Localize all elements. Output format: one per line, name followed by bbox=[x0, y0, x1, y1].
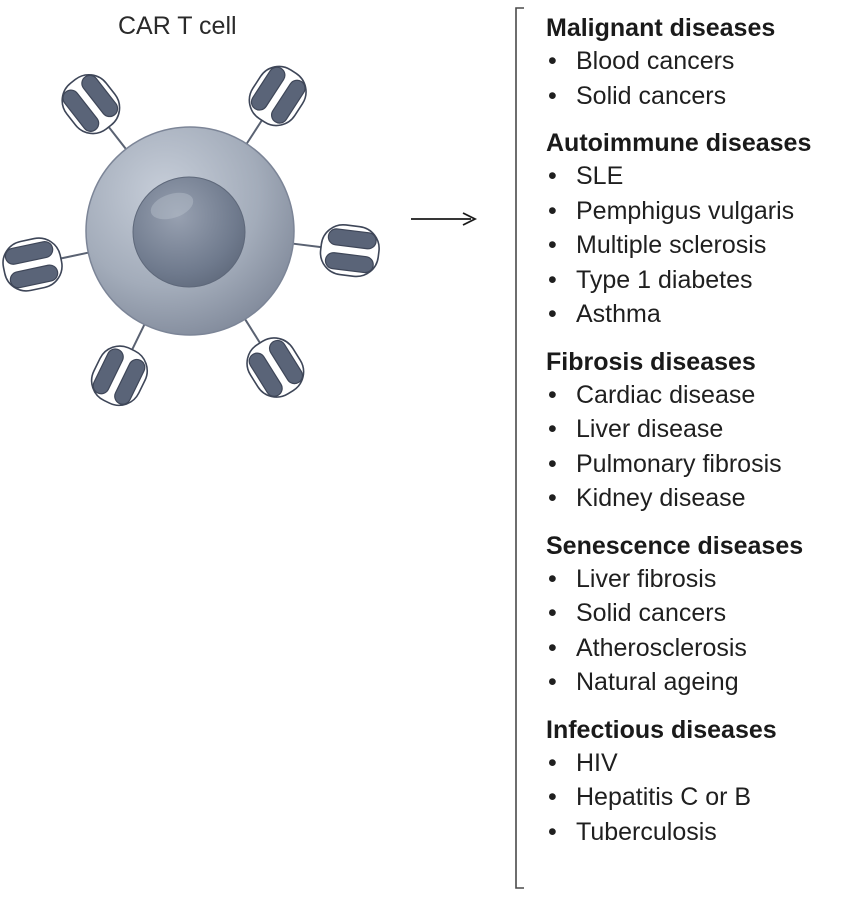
cell-nucleus bbox=[132, 176, 246, 288]
disease-item: • Asthma bbox=[546, 297, 864, 332]
disease-item: • Tuberculosis bbox=[546, 815, 864, 850]
disease-item: • Liver disease bbox=[546, 412, 864, 447]
disease-item-label: Liver disease bbox=[576, 415, 724, 443]
bullet-icon: • bbox=[548, 265, 557, 294]
bullet-icon: • bbox=[548, 47, 557, 75]
disease-item: • HIV bbox=[546, 746, 864, 781]
list-bracket bbox=[515, 7, 524, 889]
bullet-icon: • bbox=[548, 633, 557, 662]
group-title: Autoimmune diseases bbox=[546, 129, 812, 157]
car-receptors bbox=[2, 65, 380, 407]
bullet-icon: • bbox=[548, 380, 557, 409]
group-title: Senescence diseases bbox=[546, 531, 804, 560]
disease-item: • Natural ageing bbox=[546, 665, 864, 700]
disease-item: • Multiple sclerosis bbox=[546, 228, 864, 263]
disease-item: • Atherosclerosis bbox=[546, 631, 864, 666]
disease-group: Infectious diseases • HIV • Hepatitis C or B… bbox=[546, 714, 864, 850]
bullet-icon: • bbox=[548, 599, 557, 627]
disease-item-label: Asthma bbox=[576, 300, 661, 328]
disease-item: • SLE bbox=[546, 159, 864, 194]
group-title: Fibrosis diseases bbox=[546, 347, 756, 376]
car-receptor-icon bbox=[90, 320, 148, 407]
car-receptor-icon bbox=[242, 315, 305, 398]
disease-list-panel: Malignant diseases • Blood cancers • Solid c… bbox=[546, 12, 864, 863]
disease-item-label: Cardiac disease bbox=[576, 380, 756, 409]
disease-item-label: Pulmonary fibrosis bbox=[576, 449, 782, 478]
disease-item-label: Atherosclerosis bbox=[576, 633, 747, 662]
bullet-icon: • bbox=[548, 783, 557, 811]
group-title: Infectious diseases bbox=[546, 715, 777, 744]
disease-item-label: Multiple sclerosis bbox=[576, 231, 767, 259]
disease-item: • Cardiac disease bbox=[546, 378, 864, 413]
disease-item: • Solid cancers bbox=[546, 79, 864, 114]
disease-item-label: Tuberculosis bbox=[576, 817, 717, 846]
disease-item-label: HIV bbox=[576, 748, 618, 777]
right-arrow-icon bbox=[411, 212, 478, 226]
group-title: Malignant diseases bbox=[546, 14, 776, 42]
disease-item: • Hepatitis C or B bbox=[546, 780, 864, 815]
car-receptor-icon bbox=[61, 73, 130, 153]
bullet-icon: • bbox=[548, 81, 557, 110]
disease-item: • Solid cancers bbox=[546, 596, 864, 631]
disease-item: • Liver fibrosis bbox=[546, 562, 864, 597]
bullet-icon: • bbox=[548, 748, 557, 777]
disease-item-label: Natural ageing bbox=[576, 668, 739, 696]
disease-item-label: Solid cancers bbox=[576, 599, 727, 627]
disease-group: Malignant diseases • Blood cancers • Solid c… bbox=[546, 12, 864, 113]
bullet-icon: • bbox=[548, 449, 557, 478]
bullet-icon: • bbox=[548, 564, 557, 593]
disease-item: • Pulmonary fibrosis bbox=[546, 447, 864, 482]
disease-item-label: Pemphigus vulgaris bbox=[576, 196, 795, 225]
disease-item: • Blood cancers bbox=[546, 44, 864, 79]
disease-item: • Kidney disease bbox=[546, 481, 864, 516]
nucleus-highlight bbox=[150, 192, 194, 220]
car-receptor-icon bbox=[243, 65, 307, 148]
disease-item-label: SLE bbox=[576, 162, 624, 190]
cell-label: CAR T cell bbox=[118, 12, 237, 40]
disease-item-label: Blood cancers bbox=[576, 47, 735, 75]
car-receptor-icon bbox=[2, 237, 93, 292]
disease-group: Fibrosis diseases • Cardiac disease • Liver … bbox=[546, 346, 864, 516]
car-t-cell-illustration bbox=[2, 65, 380, 407]
disease-group: Senescence diseases • Liver fibrosis • Solid… bbox=[546, 530, 864, 700]
bullet-icon: • bbox=[548, 231, 557, 259]
disease-item: • Pemphigus vulgaris bbox=[546, 194, 864, 229]
disease-item-label: Kidney disease bbox=[576, 484, 746, 512]
disease-item-label: Liver fibrosis bbox=[576, 564, 717, 593]
disease-item-label: Hepatitis C or B bbox=[576, 783, 752, 811]
car-receptor-icon bbox=[289, 223, 380, 278]
bullet-icon: • bbox=[548, 415, 557, 443]
disease-item-label: Solid cancers bbox=[576, 81, 727, 110]
bullet-icon: • bbox=[548, 162, 557, 190]
disease-group: Autoimmune diseases • SLE • Pemphigus vulgar… bbox=[546, 127, 864, 332]
bullet-icon: • bbox=[548, 300, 557, 328]
bullet-icon: • bbox=[548, 668, 557, 696]
bullet-icon: • bbox=[548, 817, 557, 846]
disease-item-label: Type 1 diabetes bbox=[576, 265, 753, 294]
bullet-icon: • bbox=[548, 196, 557, 225]
disease-item: • Type 1 diabetes bbox=[546, 263, 864, 298]
bullet-icon: • bbox=[548, 484, 557, 512]
